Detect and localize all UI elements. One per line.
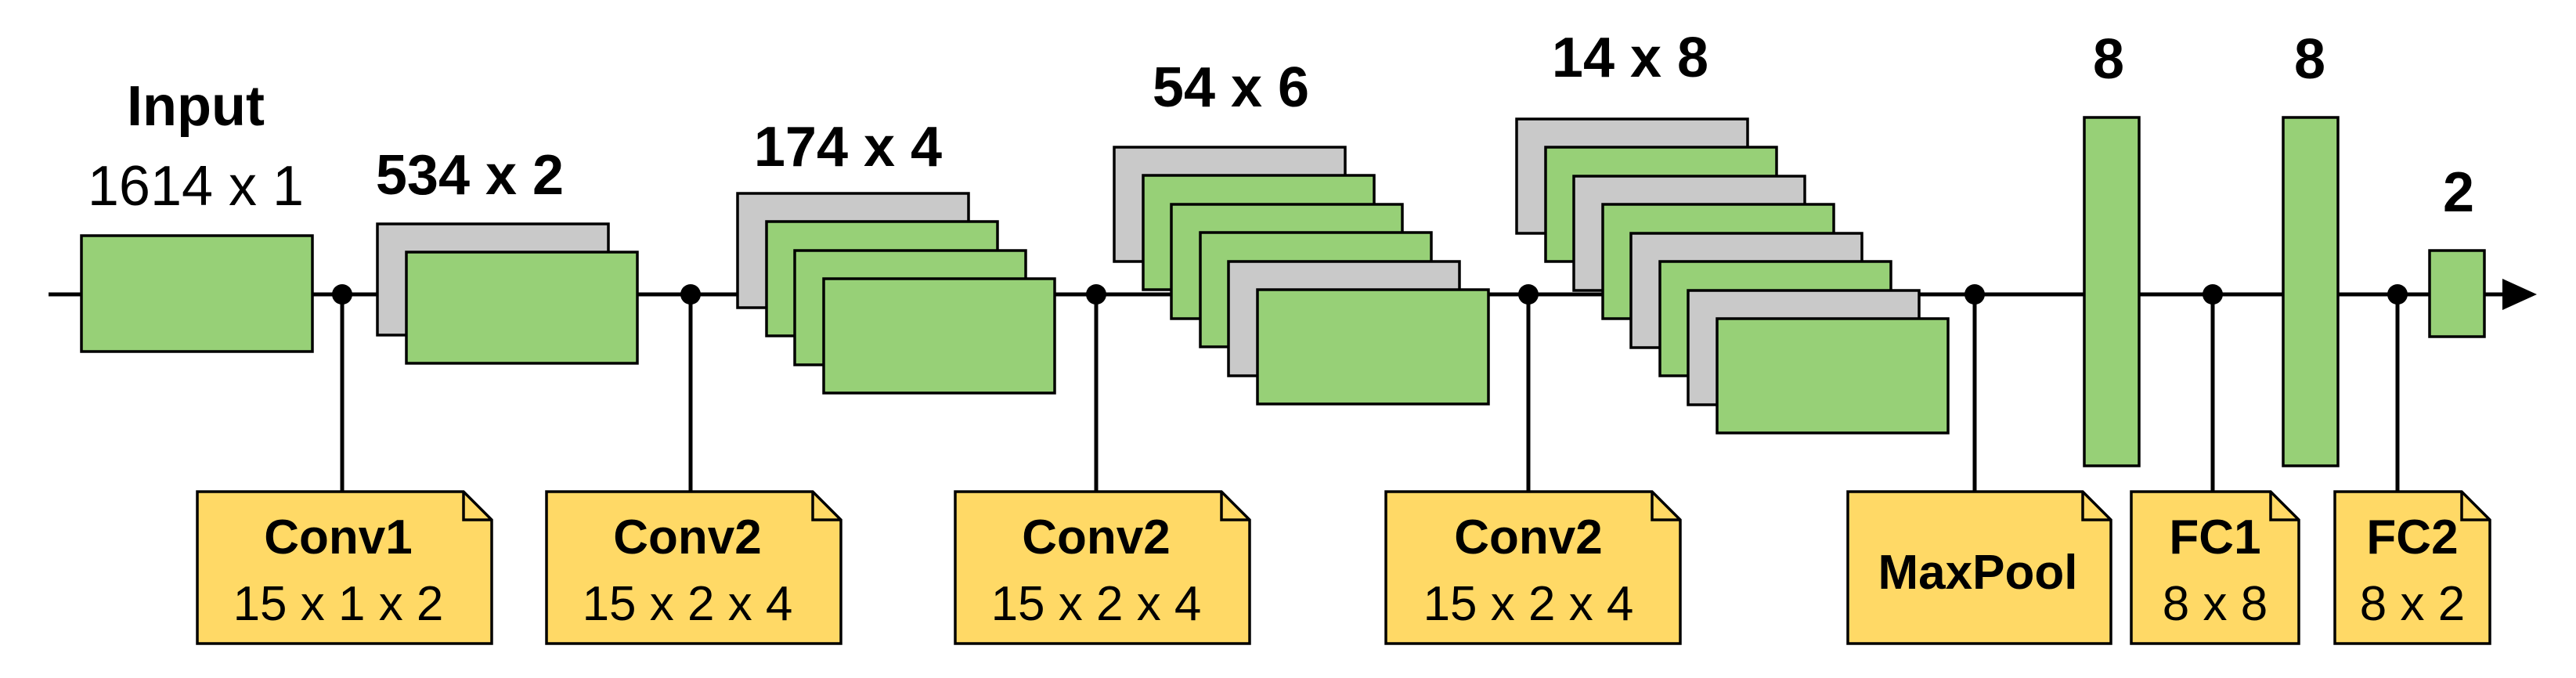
connectors	[340, 294, 2400, 492]
layer-fc-8-b: 8	[2282, 28, 2340, 467]
op-name: Conv2	[613, 510, 761, 564]
junction-dot	[1964, 284, 1985, 305]
note-shape	[545, 490, 842, 645]
layer-size-label: 8	[2093, 28, 2124, 91]
layer-size-label: 14 x 8	[1552, 27, 1708, 89]
layer-size-label: 8	[2294, 28, 2325, 91]
flow-arrowhead	[2502, 279, 2537, 310]
op-name: Conv2	[1022, 510, 1170, 564]
note-fold-icon	[2081, 492, 2111, 521]
op-name: MaxPool	[1878, 546, 2078, 600]
layer-size-label: 2	[2443, 161, 2474, 224]
junction-dot	[680, 284, 701, 305]
layer-size-label: 174 x 4	[754, 116, 942, 179]
junctions	[332, 284, 2408, 305]
feature-map	[822, 277, 1056, 395]
note-shape	[196, 490, 493, 645]
layer-14x8: 14 x 8	[1515, 27, 1950, 435]
note-shape	[954, 490, 1251, 645]
op-note-conv2-c: Conv2 15 x 2 x 4	[1384, 490, 1682, 645]
op-name: FC2	[2366, 510, 2458, 564]
op-note-fc2: FC2 8 x 2	[2333, 490, 2491, 645]
note-fold-icon	[811, 492, 841, 521]
layer-input: Input 1614 x 1	[80, 75, 314, 353]
note-fold-icon	[1220, 492, 1250, 521]
layer-size-label: 534 x 2	[376, 144, 564, 207]
note-shape	[2130, 490, 2300, 645]
layer-output-2: 2	[2428, 161, 2486, 338]
op-name: FC1	[2169, 510, 2260, 564]
op-note-conv1: Conv1 15 x 1 x 2	[196, 490, 493, 645]
op-params: 8 x 2	[2360, 577, 2465, 631]
feature-vector	[2083, 116, 2141, 467]
op-params: 15 x 2 x 4	[1423, 577, 1634, 631]
note-shape	[1384, 490, 1682, 645]
op-name: Conv2	[1454, 510, 1602, 564]
input-size-label: 1614 x 1	[88, 155, 304, 218]
feature-map	[80, 234, 314, 353]
input-title: Input	[127, 75, 265, 138]
op-params: 8 x 8	[2163, 577, 2268, 631]
junction-dot	[1518, 284, 1539, 305]
feature-vector	[2282, 116, 2340, 467]
note-fold-icon	[2460, 492, 2490, 521]
note-fold-icon	[2269, 492, 2299, 521]
op-params: 15 x 2 x 4	[583, 577, 793, 631]
feature-map	[1716, 317, 1950, 435]
layer-fc-8-a: 8	[2083, 28, 2141, 467]
junction-dot	[332, 284, 352, 305]
op-note-conv2-b: Conv2 15 x 2 x 4	[954, 490, 1251, 645]
layer-54x6: 54 x 6	[1113, 56, 1490, 406]
layer-534x2: 534 x 2	[376, 144, 639, 365]
feature-map	[405, 251, 639, 365]
layer-174x4: 174 x 4	[736, 116, 1056, 395]
note-fold-icon	[462, 492, 492, 521]
op-note-conv2-a: Conv2 15 x 2 x 4	[545, 490, 842, 645]
op-note-fc1: FC1 8 x 8	[2130, 490, 2300, 645]
note-fold-icon	[1651, 492, 1680, 521]
layer-size-label: 54 x 6	[1153, 56, 1309, 119]
junction-dot	[2203, 284, 2223, 305]
op-note-maxpool: MaxPool	[1846, 490, 2112, 645]
note-shape	[1846, 490, 2112, 645]
op-params: 15 x 1 x 2	[233, 577, 444, 631]
feature-map	[1256, 288, 1490, 406]
junction-dot	[2387, 284, 2408, 305]
op-name: Conv1	[264, 510, 412, 564]
op-params: 15 x 2 x 4	[991, 577, 1202, 631]
note-shape	[2333, 490, 2491, 645]
junction-dot	[1086, 284, 1106, 305]
output-vector	[2428, 249, 2486, 338]
